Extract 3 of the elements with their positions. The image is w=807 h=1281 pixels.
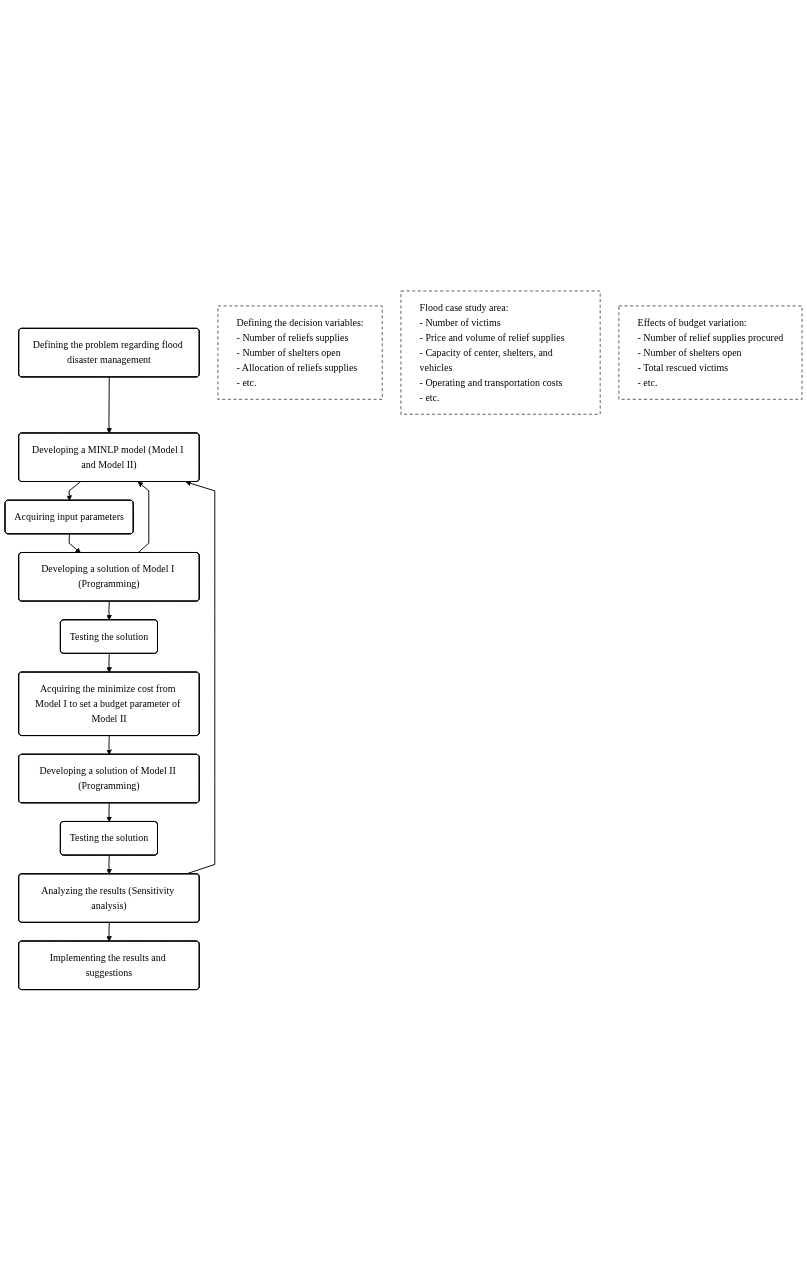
node-box: Effects of budget variation: - Number of relief supplies procured - Number of shelters open - Total rescued victims - etc.	[618, 305, 803, 400]
node-box: Flood case study area: - Number of victims - Price and volume of relief supplies - Capacity of center, shelters, and vehicles - Operating and transportation costs - etc.	[400, 290, 601, 415]
node-box: Defining the decision variables: - Number of reliefs supplies - Number of shelters open - Allocation of reliefs supplies - etc.	[217, 305, 383, 400]
